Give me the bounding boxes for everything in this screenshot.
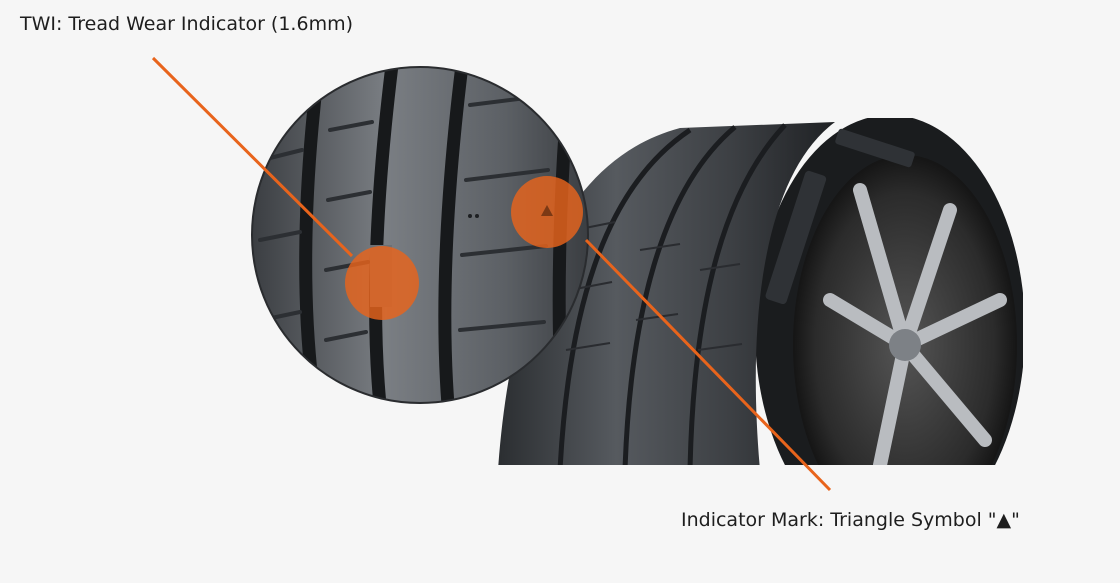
sidewall-lettering [765, 128, 915, 305]
twi-leader-line [151, 56, 354, 258]
tire-sipes [565, 221, 743, 351]
mark-leader-line [584, 238, 832, 492]
zoom-sipes [258, 93, 552, 342]
twi-label: TWI: Tread Wear Indicator (1.6mm) [20, 13, 353, 35]
twi-highlight-circle [345, 246, 419, 320]
indicator-mark-label: Indicator Mark: Triangle Symbol "▲" [681, 509, 1020, 531]
wheel-rim [793, 155, 1017, 465]
tire-image [498, 118, 1023, 465]
wheel-hub [889, 329, 921, 361]
callout-lines [151, 56, 832, 492]
triangle-mark-icon [541, 205, 553, 216]
tire-grooves [557, 123, 787, 465]
